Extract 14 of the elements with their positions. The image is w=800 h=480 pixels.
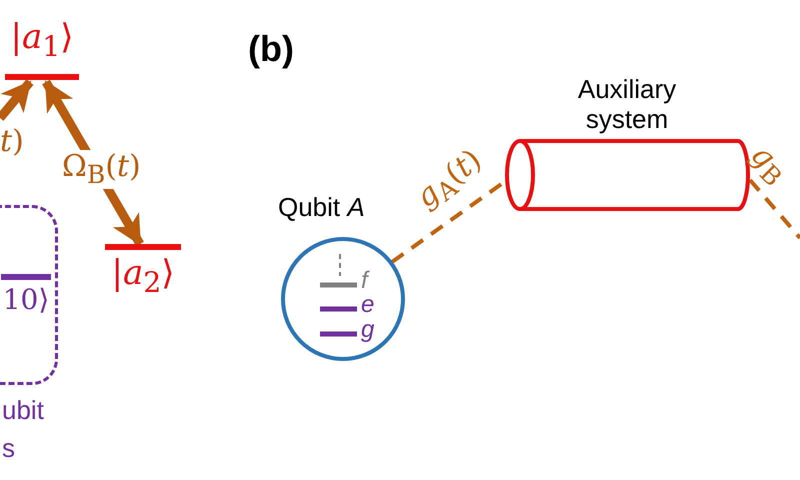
level-label: e [361,293,374,317]
state-label: |a$_{1}$⟩ [10,20,74,62]
system-label: Auxiliary system [576,75,678,135]
arrow [0,79,34,121]
qubit-label: Qubit A [278,192,365,223]
panel-label: (b) [248,28,294,70]
energy-level [5,20,79,80]
edge-label: t) [0,125,24,158]
level-label: g [361,318,374,342]
caption-text: ubit s [2,394,45,465]
state-label: 10⟩ [2,286,50,314]
state-label: |a$_{2}$⟩ [111,256,175,298]
level-label: f [361,269,368,293]
coupling-line [748,178,800,240]
